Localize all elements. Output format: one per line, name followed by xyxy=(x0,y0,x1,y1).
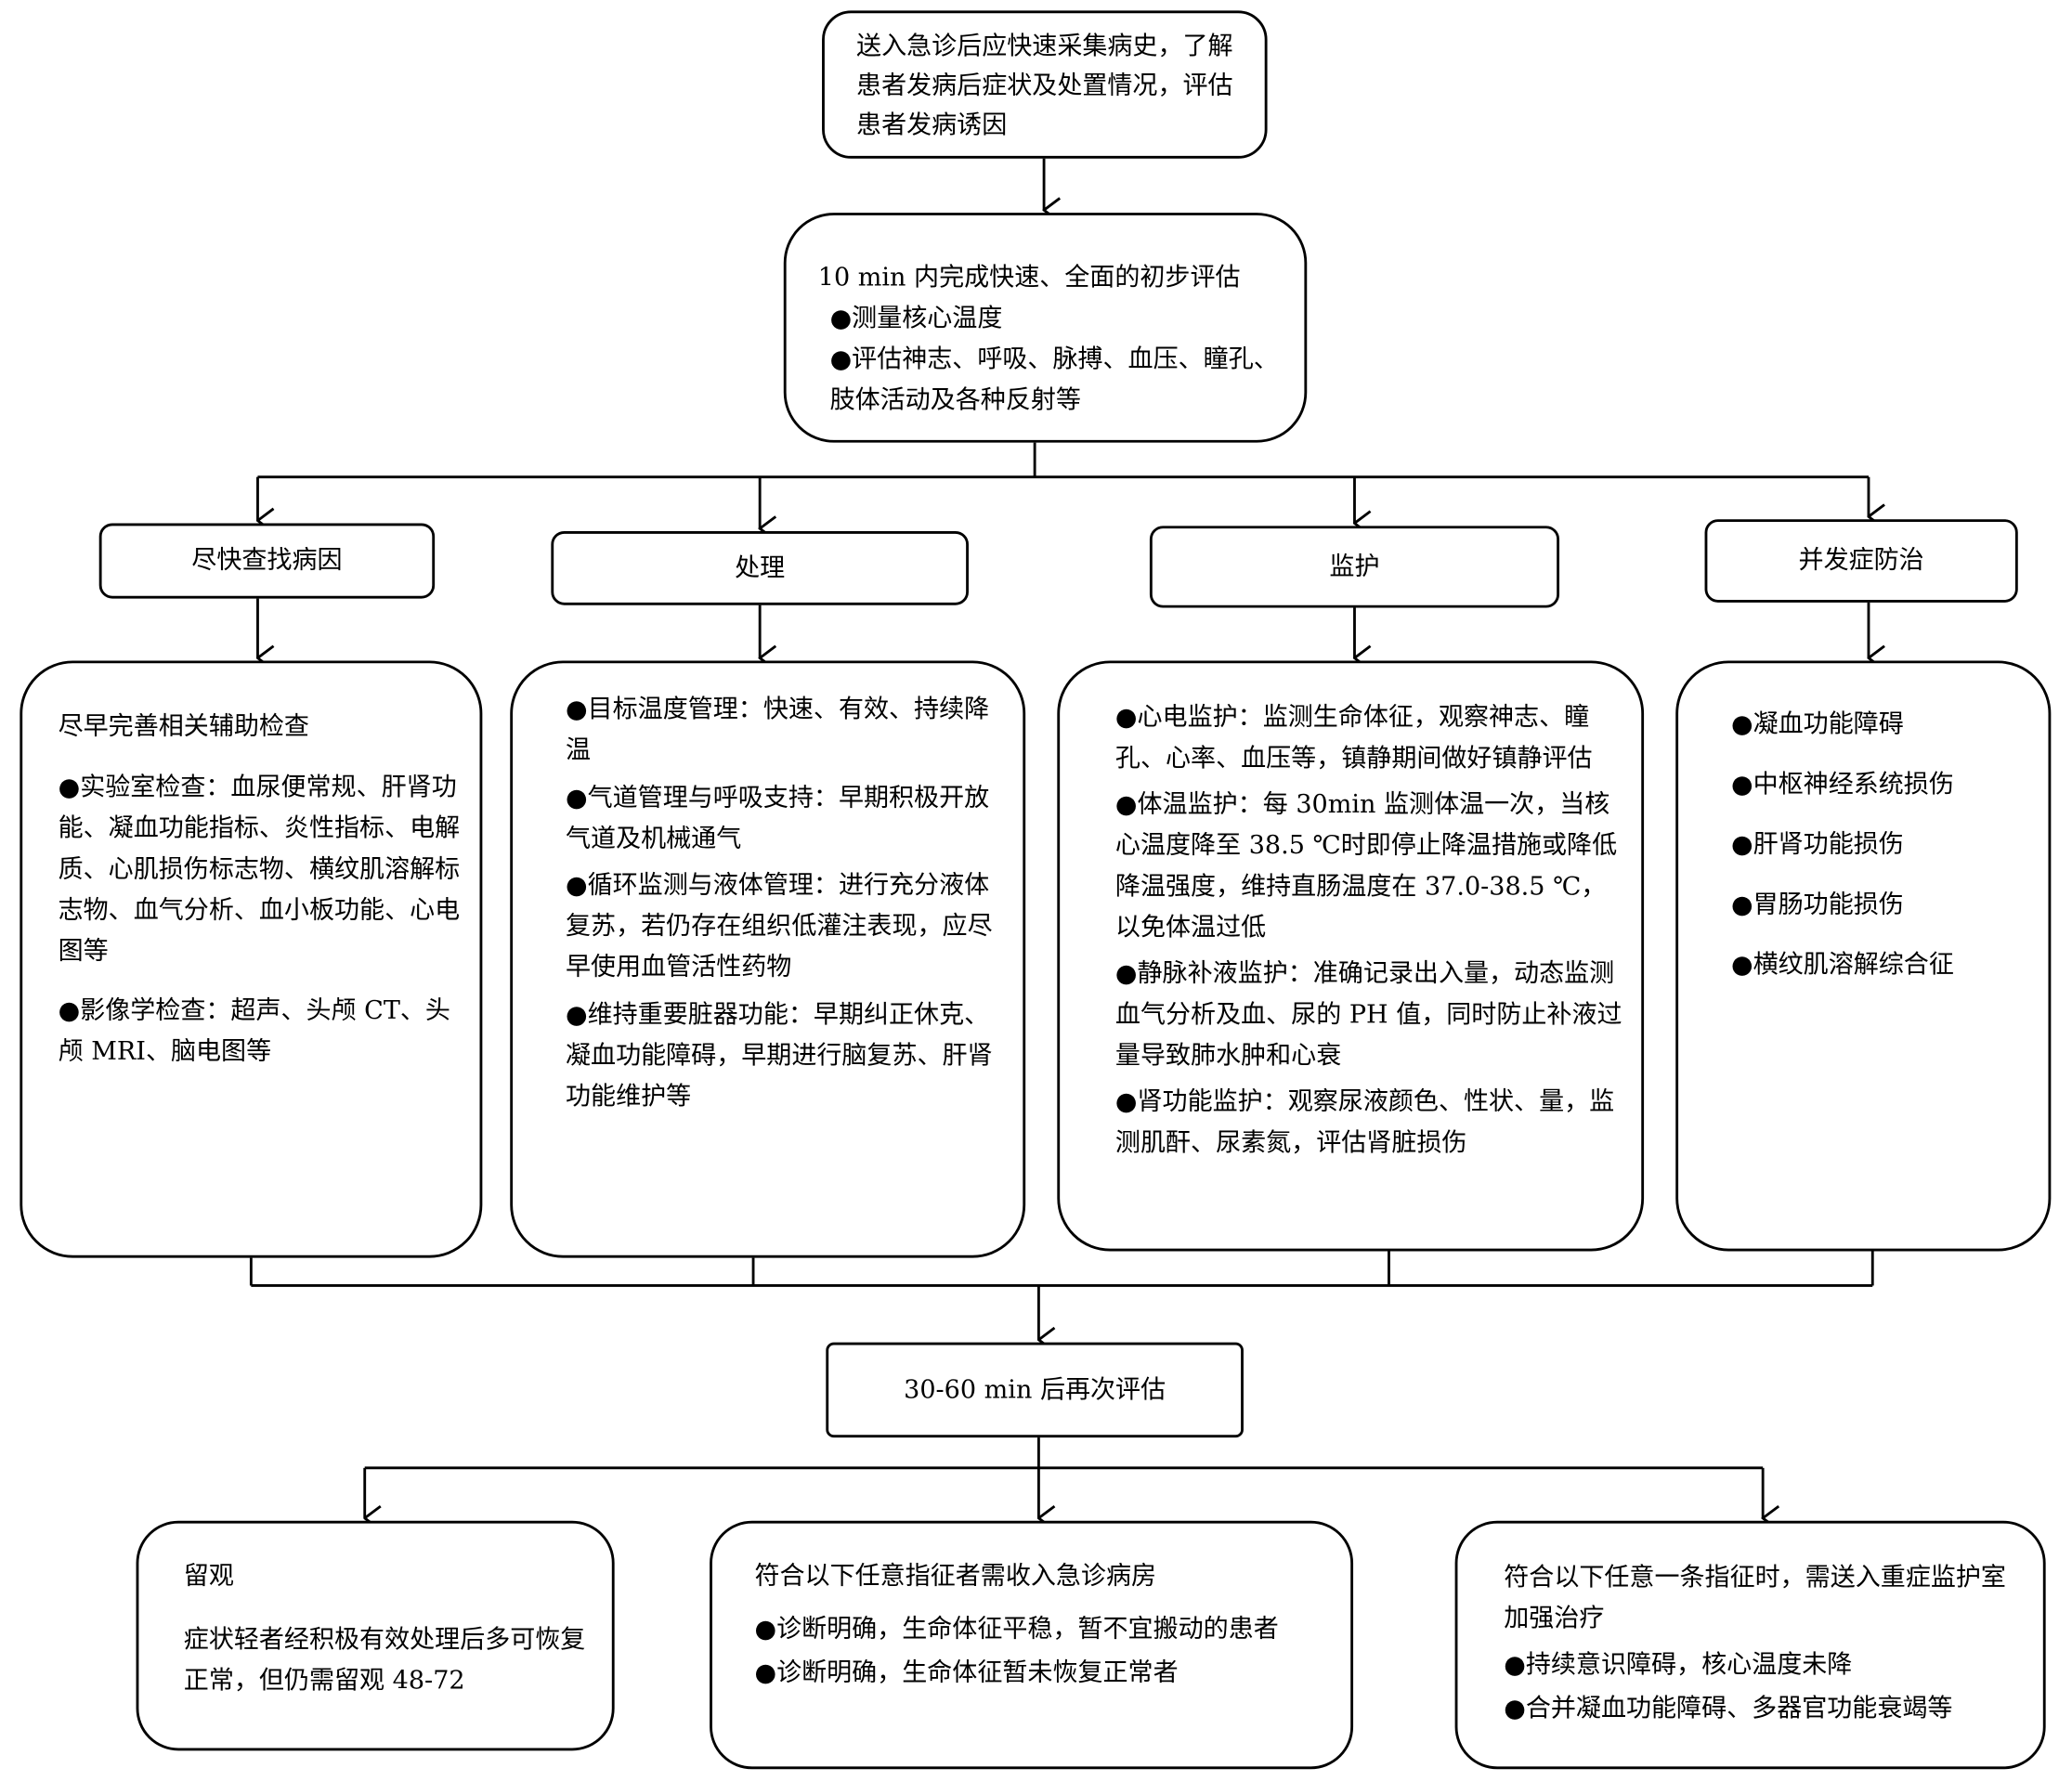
detail-line: ●肾功能监护：观察尿液颜色、性状、量，监测肌酐、尿素氮，评估肾脏损伤 xyxy=(1114,1087,1615,1158)
heading-label: 并发症防治 xyxy=(1798,545,1924,575)
detail-line: ●体温监护：每 30min 监测体温一次，当核心温度降至 38.5 ℃时即停止降… xyxy=(1114,789,1618,942)
detail-monitoring: ●心电监护：监测生命体征，观察神志、瞳孔、心率、血压等，镇静期间做好镇静评估 ●… xyxy=(1057,660,1645,1252)
detail-line: ●横纹肌溶解综合征 xyxy=(1730,950,1954,980)
detail-line: ●静脉补液监护：准确记录出入量，动态监测血气分析及血、尿的 PH 值，同时防止补… xyxy=(1114,959,1622,1071)
detail-line: ●中枢神经系统损伤 xyxy=(1730,769,1954,800)
detail-complications: ●凝血功能障碍 ●中枢神经系统损伤 ●肝肾功能损伤 ●胃肠功能损伤 ●横纹肌溶解… xyxy=(1675,660,2052,1252)
outcome-line: ●诊断明确，生命体征平稳，暂不宜搬动的患者 xyxy=(754,1614,1279,1644)
outcome-title: 留观 xyxy=(183,1561,234,1592)
intake-text: 送入急诊后应快速采集病史，了解患者发病后症状及处置情况，评估患者发病诱因 xyxy=(856,32,1233,140)
detail-line: ●影像学检查：超声、头颅 CT、头颅 MRI、脑电图等 xyxy=(58,995,450,1067)
intake-node: 送入急诊后应快速采集病史，了解患者发病后症状及处置情况，评估患者发病诱因 xyxy=(822,10,1268,159)
initial-assessment-item: ●评估神志、呼吸、脉搏、血压、瞳孔、肢体活动及各种反射等 xyxy=(829,344,1279,415)
detail-find-cause: 尽早完善相关辅助检查 ●实验室检查：血尿便常规、肝肾功能、凝血功能指标、炎性指标… xyxy=(20,660,483,1258)
outcome-line: ●合并凝血功能障碍、多器官功能衰竭等 xyxy=(1504,1694,1953,1723)
heading-complications: 并发症防治 xyxy=(1704,519,2018,603)
initial-assessment-title: 10 min 内完成快速、全面的初步评估 xyxy=(817,263,1241,292)
heading-monitoring: 监护 xyxy=(1149,526,1560,608)
detail-line: ●心电监护：监测生命体征，观察神志、瞳孔、心率、血压等，镇静期间做好镇静评估 xyxy=(1114,702,1593,774)
reevaluation-node: 30-60 min 后再次评估 xyxy=(826,1342,1244,1438)
detail-line: ●循环监测与液体管理：进行充分液体复苏，若仍存在组织低灌注表现，应尽早使用血管活… xyxy=(566,870,993,982)
detail-line: ●胃肠功能损伤 xyxy=(1730,890,1904,919)
outcome-emergency-ward: 符合以下任意指征者需收入急诊病房 ●诊断明确，生命体征平稳，暂不宜搬动的患者 ●… xyxy=(710,1520,1354,1770)
detail-line: ●肝肾功能损伤 xyxy=(1730,829,1904,859)
detail-line: 尽早完善相关辅助检查 xyxy=(58,711,309,742)
outcome-line: ●持续意识障碍，核心温度未降 xyxy=(1504,1650,1853,1680)
detail-line: ●目标温度管理：快速、有效、持续降温 xyxy=(566,695,990,765)
initial-assessment-node: 10 min 内完成快速、全面的初步评估 ●测量核心温度 ●评估神志、呼吸、脉搏… xyxy=(783,213,1308,443)
outcome-observation: 留观 症状轻者经积极有效处理后多可恢复正常，但仍需留观 48-72 xyxy=(136,1520,615,1751)
heading-label: 监护 xyxy=(1329,552,1380,581)
initial-assessment-item: ●测量核心温度 xyxy=(829,304,1003,333)
detail-line: ●维持重要脏器功能：早期纠正休克、凝血功能障碍，早期进行脑复苏、肝肾功能维护等 xyxy=(566,999,993,1111)
detail-line: ●凝血功能障碍 xyxy=(1730,709,1904,739)
outcome-line: ●诊断明确，生命体征暂未恢复正常者 xyxy=(754,1658,1179,1688)
detail-line: ●气道管理与呼吸支持：早期积极开放气道及机械通气 xyxy=(566,783,990,853)
outcome-line: 症状轻者经积极有效处理后多可恢复正常，但仍需留观 48-72 xyxy=(183,1625,586,1696)
heading-label: 处理 xyxy=(735,552,786,582)
reevaluation-label: 30-60 min 后再次评估 xyxy=(904,1374,1166,1404)
detail-treatment: ●目标温度管理：快速、有效、持续降温 ●气道管理与呼吸支持：早期积极开放气道及机… xyxy=(510,660,1026,1258)
heading-treatment: 处理 xyxy=(551,531,969,605)
outcome-icu: 符合以下任意一条指征时，需送入重症监护室加强治疗 ●持续意识障碍，核心温度未降 … xyxy=(1454,1520,2046,1770)
heading-find-cause: 尽快查找病因 xyxy=(98,523,436,599)
heading-label: 尽快查找病因 xyxy=(191,545,343,575)
outcome-title: 符合以下任意一条指征时，需送入重症监护室加强治疗 xyxy=(1504,1563,2006,1633)
outcome-title: 符合以下任意指征者需收入急诊病房 xyxy=(754,1561,1157,1592)
detail-line: ●实验室检查：血尿便常规、肝肾功能、凝血功能指标、炎性指标、电解质、心肌损伤标志… xyxy=(58,772,461,966)
